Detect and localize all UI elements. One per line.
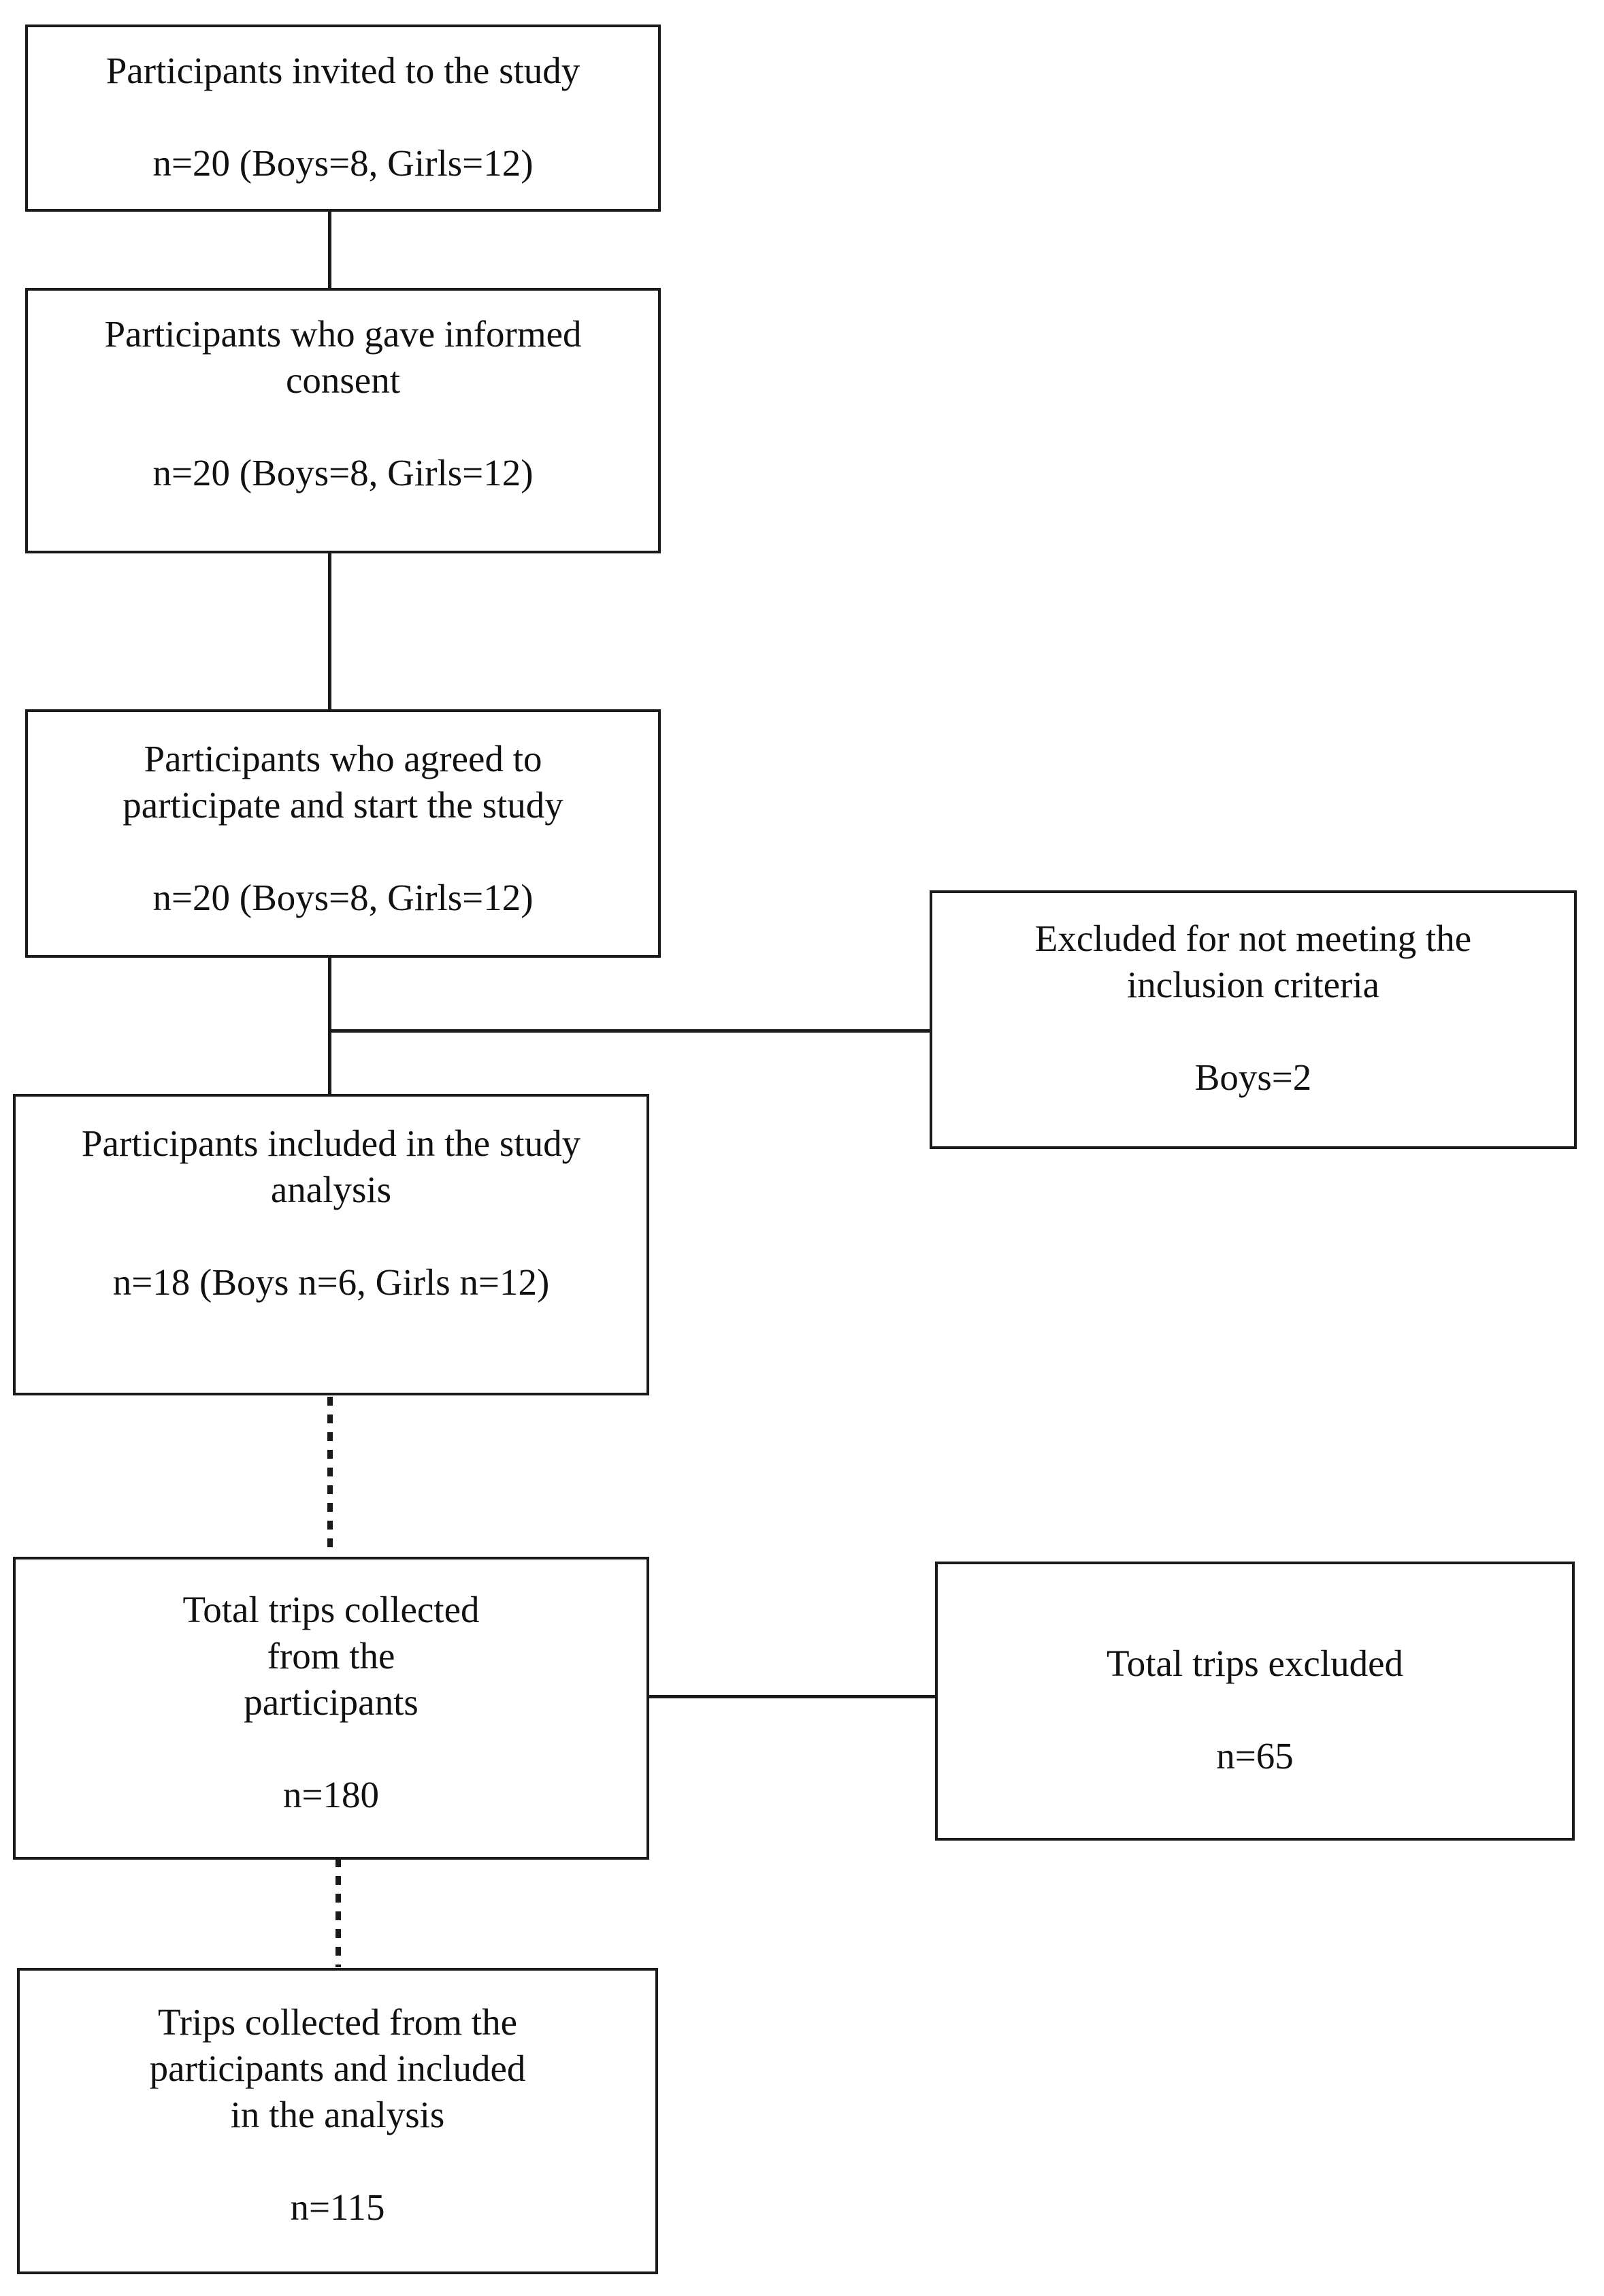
box-trips-collected-title-line-3: participants	[244, 1681, 419, 1723]
connector-trips-collected-excluded	[646, 1695, 938, 1698]
spacer	[16, 1726, 646, 1772]
spacer	[16, 1213, 646, 1259]
spacer	[28, 404, 658, 450]
box-invited-title-line-1: Participants invited to the study	[105, 50, 580, 91]
box-excluded-participants-title-line-2: inclusion criteria	[1126, 964, 1380, 1005]
box-agreed-count: n=20 (Boys=8, Girls=12)	[152, 877, 534, 918]
box-trips-included-count: n=115	[290, 2186, 385, 2228]
box-invited-count: n=20 (Boys=8, Girls=12)	[152, 142, 534, 184]
dotted-connector-trips-included	[335, 1858, 341, 1967]
dotted-connector-included-trips	[327, 1397, 333, 1551]
connector-invited-consent	[328, 211, 331, 289]
spacer	[932, 1008, 1574, 1054]
box-included-title-line-2: analysis	[270, 1169, 392, 1210]
connector-agreed-included	[328, 956, 331, 1096]
box-trips-collected-count: n=180	[282, 1774, 380, 1815]
box-trips-excluded: Total trips excluded n=65	[935, 1562, 1575, 1841]
spacer	[28, 828, 658, 875]
connector-to-excluded-participants	[328, 1029, 930, 1033]
box-consent-count: n=20 (Boys=8, Girls=12)	[152, 452, 534, 494]
box-trips-included-title-line-2: participants and included	[149, 2048, 526, 2089]
box-trips-collected-title-line-1: Total trips collected	[182, 1589, 480, 1630]
box-trips-included-title-line-1: Trips collected from the	[157, 2001, 517, 2043]
box-included-title-line-1: Participants included in the study	[81, 1122, 581, 1164]
box-consent: Participants who gave informed consent n…	[25, 288, 661, 553]
box-trips-excluded-count: n=65	[1216, 1735, 1294, 1777]
box-consent-title-line-1: Participants who gave informed	[104, 313, 582, 355]
spacer	[20, 2138, 655, 2184]
spacer	[28, 94, 658, 140]
box-excluded-participants: Excluded for not meeting the inclusion c…	[930, 890, 1577, 1149]
box-invited: Participants invited to the study n=20 (…	[25, 25, 661, 212]
box-trips-excluded-title-line-1: Total trips excluded	[1106, 1643, 1404, 1684]
box-trips-collected-title-line-2: from the	[267, 1635, 395, 1677]
box-included-count: n=18 (Boys n=6, Girls n=12)	[112, 1261, 550, 1303]
connector-consent-agreed	[328, 553, 331, 711]
box-trips-included-title-line-3: in the analysis	[230, 2094, 445, 2135]
box-excluded-participants-title-line-1: Excluded for not meeting the	[1034, 918, 1472, 959]
box-trips-included: Trips collected from the participants an…	[17, 1968, 658, 2274]
box-agreed-title-line-2: participate and start the study	[122, 784, 563, 826]
box-trips-collected: Total trips collected from the participa…	[13, 1557, 649, 1860]
box-agreed-title-line-1: Participants who agreed to	[144, 738, 542, 779]
box-consent-title-line-2: consent	[285, 359, 400, 401]
box-excluded-participants-count: Boys=2	[1194, 1056, 1312, 1098]
box-included: Participants included in the study analy…	[13, 1094, 649, 1395]
spacer	[938, 1687, 1572, 1733]
box-agreed: Participants who agreed to participate a…	[25, 709, 661, 958]
